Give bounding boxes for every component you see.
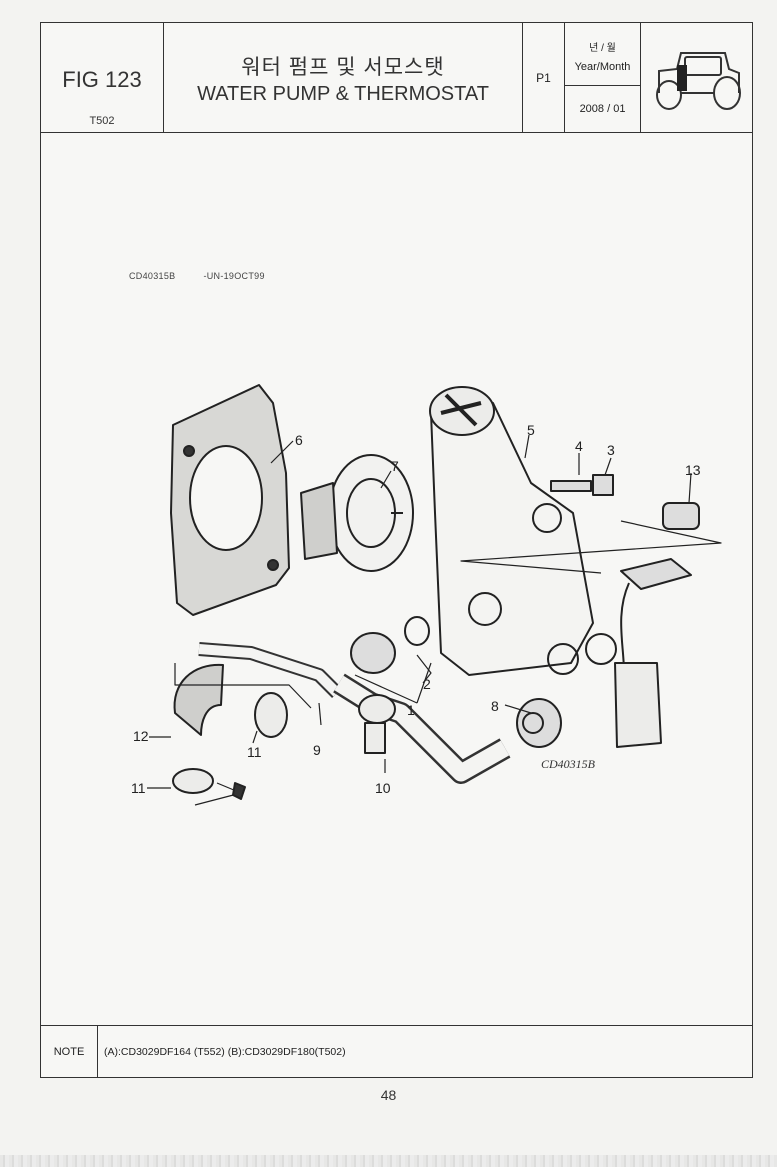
date-label-english: Year/Month xyxy=(574,61,631,73)
note-label: NOTE xyxy=(41,1026,98,1077)
date-label-korean: 년 / 월 xyxy=(589,43,616,54)
callout-11a: 11 xyxy=(247,744,262,760)
plug-part xyxy=(662,502,700,530)
callout-5: 5 xyxy=(527,422,535,438)
page-label: P1 xyxy=(536,71,551,85)
callout-13: 13 xyxy=(685,462,701,478)
figure-cell: FIG 123 T502 xyxy=(41,23,164,132)
page-number: 48 xyxy=(380,1087,397,1103)
parts-sheet: FIG 123 T502 워터 펌프 및 서모스탯 WATER PUMP & T… xyxy=(40,22,753,1078)
page-cell: P1 xyxy=(523,23,565,132)
title-english: WATER PUMP & THERMOSTAT xyxy=(197,83,489,105)
date-value: 2008 / 01 xyxy=(579,103,626,115)
drain-plug-part xyxy=(350,632,396,674)
callout-11b: 11 xyxy=(131,780,146,796)
note-row: NOTE (A):CD3029DF164 (T552) (B):CD3029DF… xyxy=(41,1025,752,1077)
model-code: T502 xyxy=(89,115,115,127)
callout-9: 9 xyxy=(313,742,321,758)
title-korean: 워터 펌프 및 서모스탯 xyxy=(241,56,445,79)
diagram-code: CD40315B xyxy=(129,271,176,281)
scan-artifact-strip xyxy=(0,1155,777,1167)
figure-number: FIG 123 xyxy=(62,67,142,92)
tractor-icon xyxy=(656,52,741,110)
callout-10: 10 xyxy=(375,780,391,796)
sheet-header: FIG 123 T502 워터 펌프 및 서모스탯 WATER PUMP & T… xyxy=(41,23,752,133)
bolt-part xyxy=(550,480,592,492)
exploded-parts-diagram: 6 7 5 4 3 13 2 1 8 12 11 9 11 10 xyxy=(131,384,722,806)
date-cell: 년 / 월 Year/Month 2008 / 01 xyxy=(565,23,641,132)
fitting-part xyxy=(516,698,562,748)
callout-7: 7 xyxy=(391,458,399,474)
title-cell: 워터 펌프 및 서모스탯 WATER PUMP & THERMOSTAT xyxy=(164,23,523,132)
diagram-stamp: -UN-19OCT99 xyxy=(203,271,265,281)
callout-8: 8 xyxy=(491,698,499,714)
water-pump-housing xyxy=(430,402,594,676)
callout-12: 12 xyxy=(133,728,149,744)
date-label-box: 년 / 월 Year/Month xyxy=(565,23,640,86)
logo-cell xyxy=(641,23,752,132)
elbow-part xyxy=(173,663,224,736)
diagram-caption: CD40315B xyxy=(541,757,595,771)
callout-6: 6 xyxy=(295,432,303,448)
diagram-id: CD40315B -UN-19OCT99 xyxy=(129,271,293,281)
callout-1: 1 xyxy=(407,702,415,718)
callout-3: 3 xyxy=(607,442,615,458)
note-text: (A):CD3029DF164 (T552) (B):CD3029DF180(T… xyxy=(104,1046,346,1058)
callout-2: 2 xyxy=(423,676,431,692)
nut-part xyxy=(592,474,614,496)
callout-4: 4 xyxy=(575,438,583,454)
sensor-part xyxy=(620,558,692,590)
